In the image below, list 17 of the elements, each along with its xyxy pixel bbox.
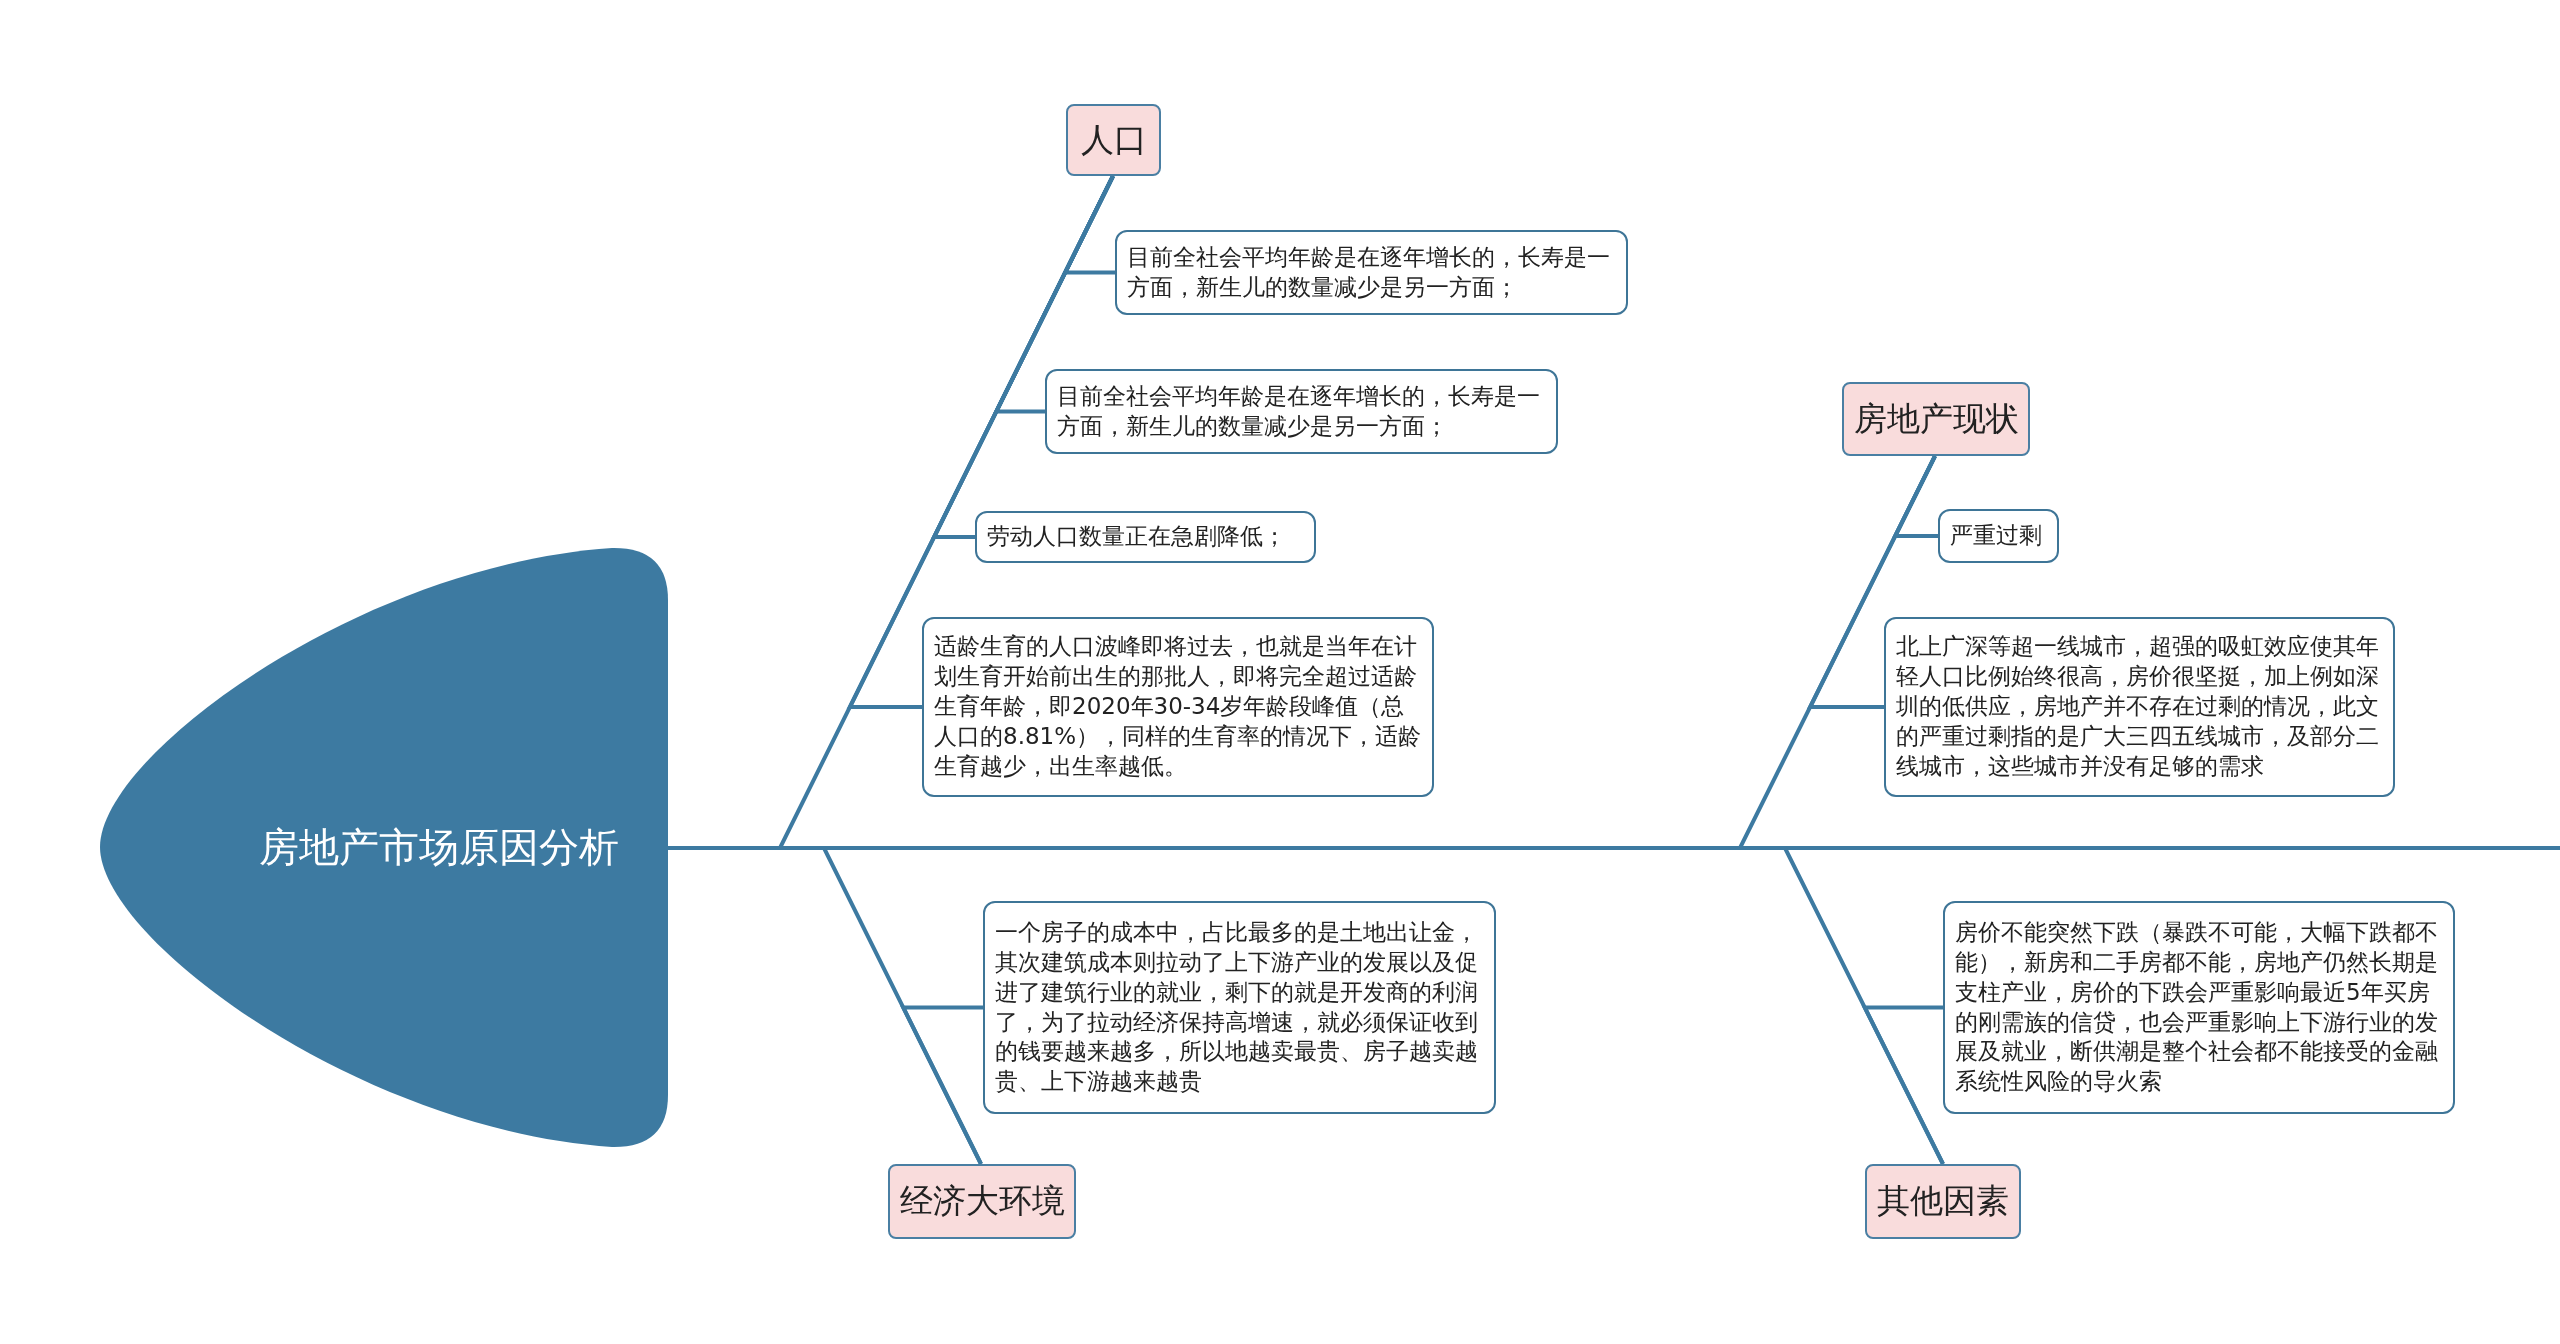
- connector-line: [1861, 1005, 1945, 1165]
- branch-topic-box: 经济大环境: [888, 1164, 1076, 1239]
- note-box: 劳动人口数量正在急剧降低；: [975, 511, 1316, 563]
- connector-line: [846, 175, 1115, 709]
- note-box: 房价不能突然下跌（暴跌不可能，大幅下跌都不能），新房和二手房都不能，房地产仍然长期是支柱产业，房价的下跌会严重影响最近5年买房的刚需族的信贷，也会严重影响上下游行业的发展及就业，断供潮是整个社会都不能接受的金融系统性风险的导火索: [1943, 901, 2455, 1114]
- central-topic-text: 房地产市场原因分析: [259, 823, 619, 872]
- note-box: 目前全社会平均年龄是在逐年增长的，长寿是一方面，新生儿的数量减少是另一方面；: [1045, 369, 1558, 454]
- branch-topic-box: 其他因素: [1865, 1164, 2021, 1239]
- note-box: 北上广深等超一线城市，超强的吸虹效应使其年轻人口比例始终很高，房价很坚挺，加上例如深圳的低供应，房地产并不存在过剩的情况，此文的严重过剩指的是广大三四五线城市，及部分二线城市，这些城市并没有足够的需求: [1884, 617, 2395, 797]
- note-box: 目前全社会平均年龄是在逐年增长的，长寿是一方面，新生儿的数量减少是另一方面；: [1115, 230, 1628, 315]
- note-box: 一个房子的成本中，占比最多的是土地出让金，其次建筑成本则拉动了上下游产业的发展以及促进了建筑行业的就业，剩下的就是开发商的利润了，为了拉动经济保持高增速，就必须保证收到的钱要越来越多，所以地越卖最贵、房子越卖越贵、上下游越来越贵: [983, 901, 1496, 1114]
- connector-line: [1806, 455, 1937, 709]
- note-box: 严重过剩: [1938, 509, 2059, 563]
- note-box: 适龄生育的人口波峰即将过去，也就是当年在计划生育开始前出生的那批人，即将完全超过适龄生育年龄，即2020年30-34岁年龄段峰值（总人口的8.81%），同样的生育率的情况下，适龄生育越少，出生率越低。: [922, 617, 1434, 797]
- connector-line: [900, 1005, 983, 1165]
- branch-topic-box: 人口: [1066, 104, 1161, 176]
- branch-topic-box: 房地产现状: [1842, 382, 2030, 456]
